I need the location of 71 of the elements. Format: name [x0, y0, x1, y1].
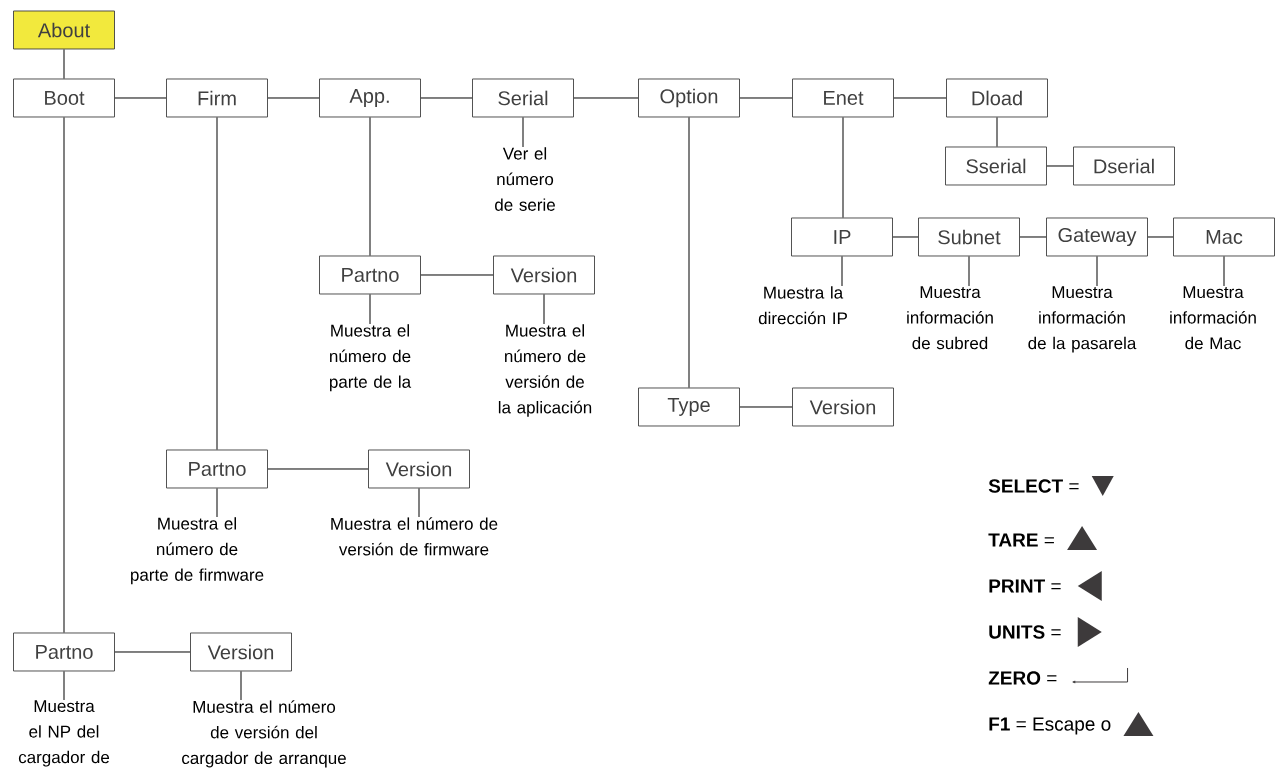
menu-box: App.	[319, 78, 421, 118]
connector-line	[842, 116, 844, 219]
leader-line	[522, 116, 524, 148]
connector-line	[739, 406, 793, 408]
connector-line	[1019, 236, 1047, 238]
connector-line	[420, 97, 473, 99]
key-label: F1 = Escape o	[989, 717, 1111, 735]
connector-line	[893, 97, 947, 99]
menu-box: Boot	[13, 78, 115, 118]
menu-box: Version	[368, 449, 470, 489]
description-text: Ver el número de serie	[495, 147, 555, 211]
leader-line	[543, 293, 545, 325]
connector-line	[1046, 165, 1074, 167]
key-label: SELECT =	[988, 479, 1079, 493]
leader-line	[1096, 255, 1098, 287]
menu-box: Mac	[1173, 217, 1275, 257]
connector-line	[688, 116, 690, 389]
menu-box: Firm	[166, 78, 268, 118]
menu-box: Version	[190, 632, 292, 672]
description-text: Muestra el número de versión de la aplicación	[498, 324, 592, 417]
menu-box: Gateway	[1046, 217, 1148, 257]
menu-box: Partno	[319, 255, 421, 295]
description-text: Muestra el NP del cargador de	[18, 700, 110, 767]
key-label: ZERO =	[988, 671, 1057, 685]
leader-line	[968, 255, 970, 287]
leader-line	[216, 487, 218, 518]
connector-line	[114, 97, 167, 99]
connector-line	[892, 236, 919, 238]
menu-box: Partno	[13, 632, 115, 672]
connector-line	[267, 97, 320, 99]
menu-box: Enet	[792, 78, 894, 118]
connector-line	[996, 116, 998, 148]
menu-box: Dserial	[1073, 146, 1175, 186]
description-text: Muestra información de subred	[907, 286, 993, 350]
leader-line	[63, 670, 65, 701]
menu-box: About	[13, 10, 115, 50]
key-label: TARE =	[988, 533, 1054, 547]
menu-box: Version	[792, 387, 894, 427]
description-text: Muestra el número de parte de la	[330, 324, 412, 392]
leader-line	[369, 293, 371, 325]
description-text: Muestra el número de parte de firmware	[131, 517, 264, 585]
connector-line	[1147, 236, 1174, 238]
description-text: Muestra información de la pasarela	[1028, 286, 1137, 353]
menu-box: Sserial	[945, 146, 1047, 186]
menu-box: Option	[638, 78, 740, 118]
menu-box: Partno	[166, 449, 268, 489]
menu-box: Subnet	[918, 217, 1020, 257]
connector-line	[573, 97, 639, 99]
connector-line	[739, 97, 793, 99]
connector-line	[216, 116, 218, 451]
menu-box: Serial	[472, 78, 574, 118]
description-text: Muestra información de Mac	[1170, 286, 1256, 350]
description-text: Muestra el número de versión del cargador de arranque	[182, 700, 346, 768]
connector-line	[420, 274, 494, 276]
description-text: Muestra el número de versión de firmware	[331, 517, 498, 556]
menu-box: Dload	[946, 78, 1048, 118]
menu-box: Version	[493, 255, 595, 295]
connector-line	[369, 116, 371, 257]
menu-box: Type	[638, 387, 740, 427]
connector-line	[63, 116, 65, 634]
connector-line	[267, 468, 369, 470]
key-label: PRINT =	[989, 579, 1061, 593]
menu-box: IP	[791, 217, 893, 257]
key-label: UNITS =	[989, 625, 1061, 639]
leader-line	[841, 255, 843, 287]
connector-line	[63, 48, 65, 80]
connector-line	[114, 651, 191, 653]
description-text: Muestra la dirección IP	[758, 286, 847, 325]
leader-line	[1223, 255, 1225, 287]
leader-line	[418, 487, 420, 518]
leader-line	[240, 670, 242, 701]
